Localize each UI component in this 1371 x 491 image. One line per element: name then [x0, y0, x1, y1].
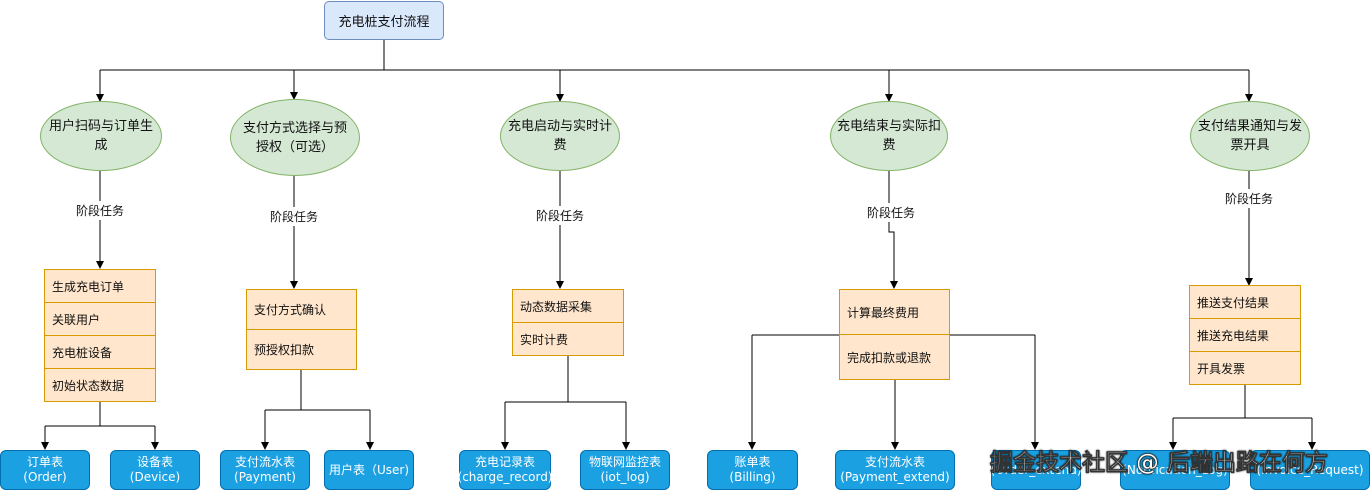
- table-billing: 账单表 (Billing): [707, 450, 798, 490]
- table-name: 用户表（User): [328, 462, 410, 477]
- table-code: (iot_log): [600, 470, 650, 484]
- phase-3-tasks: 动态数据采集 实时计费: [512, 289, 624, 356]
- table-code: (Invoice_Request): [1256, 462, 1364, 477]
- phase-1-ellipse: 用户扫码与订单生成: [40, 101, 162, 171]
- task-item: 支付方式确认: [246, 289, 357, 330]
- table-name: 支付流水表: [864, 455, 925, 469]
- task-item: 关联用户: [44, 302, 156, 336]
- table-order: 订单表 (Order): [0, 450, 90, 490]
- phase-1-tasks: 生成充电订单 关联用户 充电桩设备 初始状态数据: [44, 269, 156, 402]
- stage-label-3: 阶段任务: [533, 206, 587, 225]
- table-code: (Order_extend): [990, 462, 1082, 477]
- table-device: 设备表 (Device): [110, 450, 200, 490]
- table-charge-record: 充电记录表 (charge_record): [457, 450, 553, 490]
- phase-5-ellipse: 支付结果通知与发票开具: [1190, 101, 1310, 171]
- table-order-extend: (Order_extend): [990, 450, 1082, 490]
- table-code: (Billing): [729, 470, 776, 484]
- table-name: 账单表: [734, 455, 771, 469]
- phase-2-tasks: 支付方式确认 预授权扣款: [246, 289, 357, 370]
- table-code: (Payment): [234, 470, 296, 484]
- phase-4-title: 充电结束与实际扣费: [837, 119, 942, 153]
- table-name: 设备表: [136, 455, 173, 469]
- table-invoice-request: (Invoice_Request): [1250, 450, 1370, 490]
- task-item: 生成充电订单: [44, 269, 156, 303]
- table-user: 用户表（User): [324, 450, 414, 490]
- phase-2-title: 支付方式选择与预授权（可选）: [242, 120, 347, 155]
- table-code: (Order): [23, 470, 67, 484]
- task-item: 完成扣款或退款: [839, 334, 950, 380]
- phase-2-ellipse: 支付方式选择与预授权（可选）: [230, 99, 360, 176]
- table-name: 物联网监控表: [588, 455, 661, 469]
- stage-label-1: 阶段任务: [73, 201, 127, 220]
- task-item: 预授权扣款: [246, 329, 357, 370]
- phase-1-title: 用户扫码与订单生成: [48, 119, 153, 153]
- phase-4-ellipse: 充电结束与实际扣费: [830, 101, 948, 171]
- root-label: 充电桩支付流程: [338, 15, 430, 30]
- task-item: 初始状态数据: [44, 368, 156, 402]
- root-node: 充电桩支付流程: [324, 1, 444, 40]
- phase-3-ellipse: 充电启动与实时计费: [500, 101, 620, 171]
- table-payment-extend: 支付流水表 (Payment_extend): [835, 450, 955, 490]
- task-item: 开具发票: [1189, 351, 1301, 385]
- table-payment: 支付流水表 (Payment): [220, 450, 310, 490]
- table-notification-log: (Notification_Log): [1120, 450, 1230, 490]
- task-item: 推送充电结果: [1189, 318, 1301, 352]
- table-iot-log: 物联网监控表 (iot_log): [580, 450, 670, 490]
- phase-4-tasks: 计算最终费用 完成扣款或退款: [839, 289, 950, 380]
- stage-label-5: 阶段任务: [1222, 189, 1276, 208]
- table-code: (charge_record): [457, 470, 553, 484]
- phase-5-tasks: 推送支付结果 推送充电结果 开具发票: [1189, 285, 1301, 385]
- table-code: (Payment_extend): [840, 470, 950, 484]
- task-item: 动态数据采集: [512, 289, 624, 323]
- table-name: 订单表: [26, 455, 63, 469]
- table-code: (Device): [129, 470, 181, 484]
- task-item: 推送支付结果: [1189, 285, 1301, 319]
- phase-5-title: 支付结果通知与发票开具: [1197, 119, 1302, 153]
- task-item: 充电桩设备: [44, 335, 156, 369]
- table-code: (Notification_Log): [1122, 462, 1228, 477]
- phase-3-title: 充电启动与实时计费: [507, 119, 612, 153]
- task-item: 计算最终费用: [839, 289, 950, 335]
- table-name: 充电记录表: [474, 455, 535, 469]
- task-item: 实时计费: [512, 322, 624, 356]
- table-name: 支付流水表: [234, 455, 295, 469]
- stage-label-4: 阶段任务: [864, 203, 918, 222]
- stage-label-2: 阶段任务: [267, 207, 321, 226]
- watermark-text: 掘金技术社区 @ 后端出路在何方: [990, 450, 1329, 477]
